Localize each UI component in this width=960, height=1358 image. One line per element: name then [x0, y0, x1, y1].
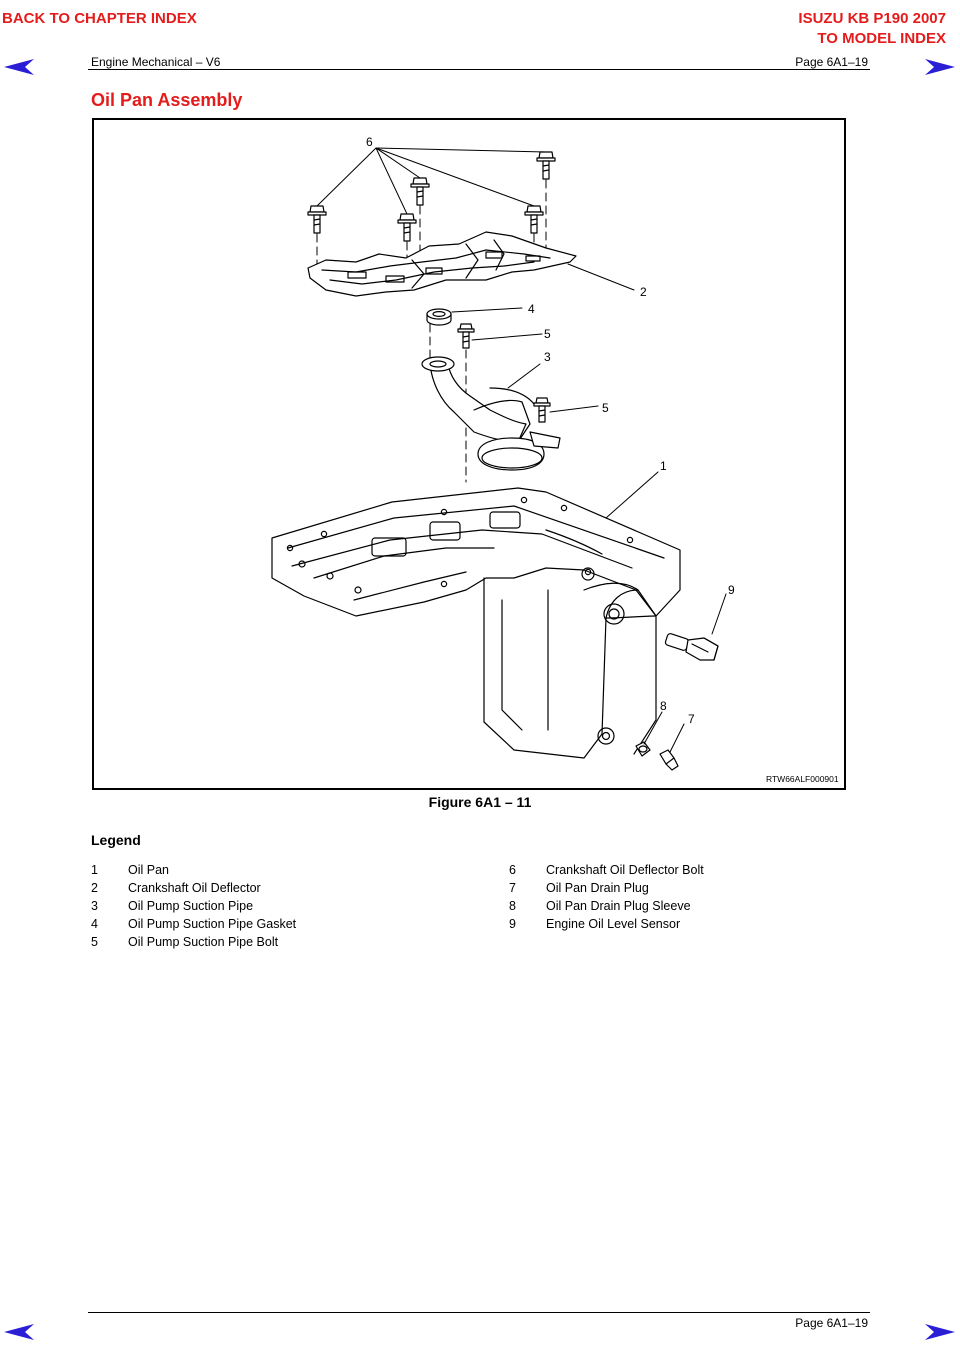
oil-pan-assembly-diagram: 6 2 4 5 3 5 1 9 8 7 RTW66ALF000901 — [271, 135, 839, 784]
legend-item: 7 Oil Pan Drain Plug — [509, 879, 704, 897]
callout-5-upper: 5 — [544, 327, 551, 341]
oil-pan — [271, 487, 681, 759]
header-rule — [88, 69, 870, 70]
legend-item: 8 Oil Pan Drain Plug Sleeve — [509, 897, 704, 915]
back-to-chapter-index-link[interactable]: BACK TO CHAPTER INDEX — [2, 10, 197, 27]
legend-item: 5 Oil Pump Suction Pipe Bolt — [91, 933, 296, 951]
legend-item: 2 Crankshaft Oil Deflector — [91, 879, 296, 897]
crankshaft-oil-deflector — [307, 231, 577, 297]
footer-prev-page-arrow-icon[interactable] — [3, 1323, 35, 1341]
header-page-number: Page 6A1–19 — [795, 55, 868, 69]
callout-8: 8 — [660, 699, 667, 713]
callout-3: 3 — [544, 350, 551, 364]
prev-page-arrow-icon[interactable] — [3, 58, 35, 76]
legend-item: 3 Oil Pump Suction Pipe — [91, 897, 296, 915]
oil-pump-suction-pipe — [421, 356, 561, 471]
legend-item-number: 8 — [509, 899, 516, 913]
callout-9: 9 — [728, 583, 735, 597]
legend-item-number: 7 — [509, 881, 516, 895]
legend-item: 6 Crankshaft Oil Deflector Bolt — [509, 861, 704, 879]
leader-lines — [316, 147, 727, 753]
callout-1: 1 — [660, 459, 667, 473]
footer-rule — [88, 1312, 870, 1313]
section-title: Oil Pan Assembly — [91, 90, 243, 110]
suction-pipe-bolt-upper — [457, 323, 475, 349]
legend-item-number: 1 — [91, 863, 98, 877]
image-code: RTW66ALF000901 — [766, 774, 839, 784]
next-page-arrow-icon[interactable] — [924, 58, 956, 76]
callout-6: 6 — [366, 135, 373, 149]
footer-next-page-arrow-icon[interactable] — [924, 1323, 956, 1341]
legend-item-label: Oil Pump Suction Pipe — [128, 899, 254, 913]
legend-item-label: Oil Pump Suction Pipe Gasket — [128, 917, 297, 931]
legend-item-label: Engine Oil Level Sensor — [546, 917, 681, 931]
suction-pipe-bolt-lower — [533, 397, 551, 423]
legend-item-number: 2 — [91, 881, 98, 895]
drain-plug-sleeve — [635, 741, 651, 757]
legend-item: 1 Oil Pan — [91, 861, 296, 879]
model-title-link[interactable]: ISUZU KB P190 2007 — [798, 10, 946, 27]
drain-plug — [659, 749, 679, 771]
suction-pipe-gasket — [426, 308, 452, 326]
legend-item-label: Oil Pan Drain Plug — [546, 881, 649, 895]
legend-item-label: Crankshaft Oil Deflector — [128, 881, 261, 895]
to-model-index-link[interactable]: TO MODEL INDEX — [817, 30, 946, 47]
legend-item-number: 3 — [91, 899, 98, 913]
legend-item-number: 4 — [91, 917, 98, 931]
deflector-bolts — [307, 151, 556, 242]
legend-item-label: Oil Pan — [128, 863, 169, 877]
legend-item-label: Crankshaft Oil Deflector Bolt — [546, 863, 704, 877]
engine-oil-level-sensor — [664, 633, 719, 661]
legend-item-label: Oil Pan Drain Plug Sleeve — [546, 899, 691, 913]
legend-item-number: 9 — [509, 917, 516, 931]
callout-7: 7 — [688, 712, 695, 726]
footer-page-number: Page 6A1–19 — [795, 1316, 868, 1330]
figure-frame: 6 2 4 5 3 5 1 9 8 7 RTW66ALF000901 — [92, 118, 846, 790]
figure-caption: Figure 6A1 – 11 — [428, 794, 532, 810]
legend-item: 9 Engine Oil Level Sensor — [509, 915, 704, 933]
legend-item-number: 5 — [91, 935, 98, 949]
callout-4: 4 — [528, 302, 535, 316]
callout-5-lower: 5 — [602, 401, 609, 415]
header-section-name: Engine Mechanical – V6 — [91, 55, 221, 69]
callout-2: 2 — [640, 285, 647, 299]
legend-item-label: Oil Pump Suction Pipe Bolt — [128, 935, 279, 949]
legend-item-number: 6 — [509, 863, 516, 877]
legend-title: Legend — [91, 832, 141, 848]
legend-item: 4 Oil Pump Suction Pipe Gasket — [91, 915, 296, 933]
